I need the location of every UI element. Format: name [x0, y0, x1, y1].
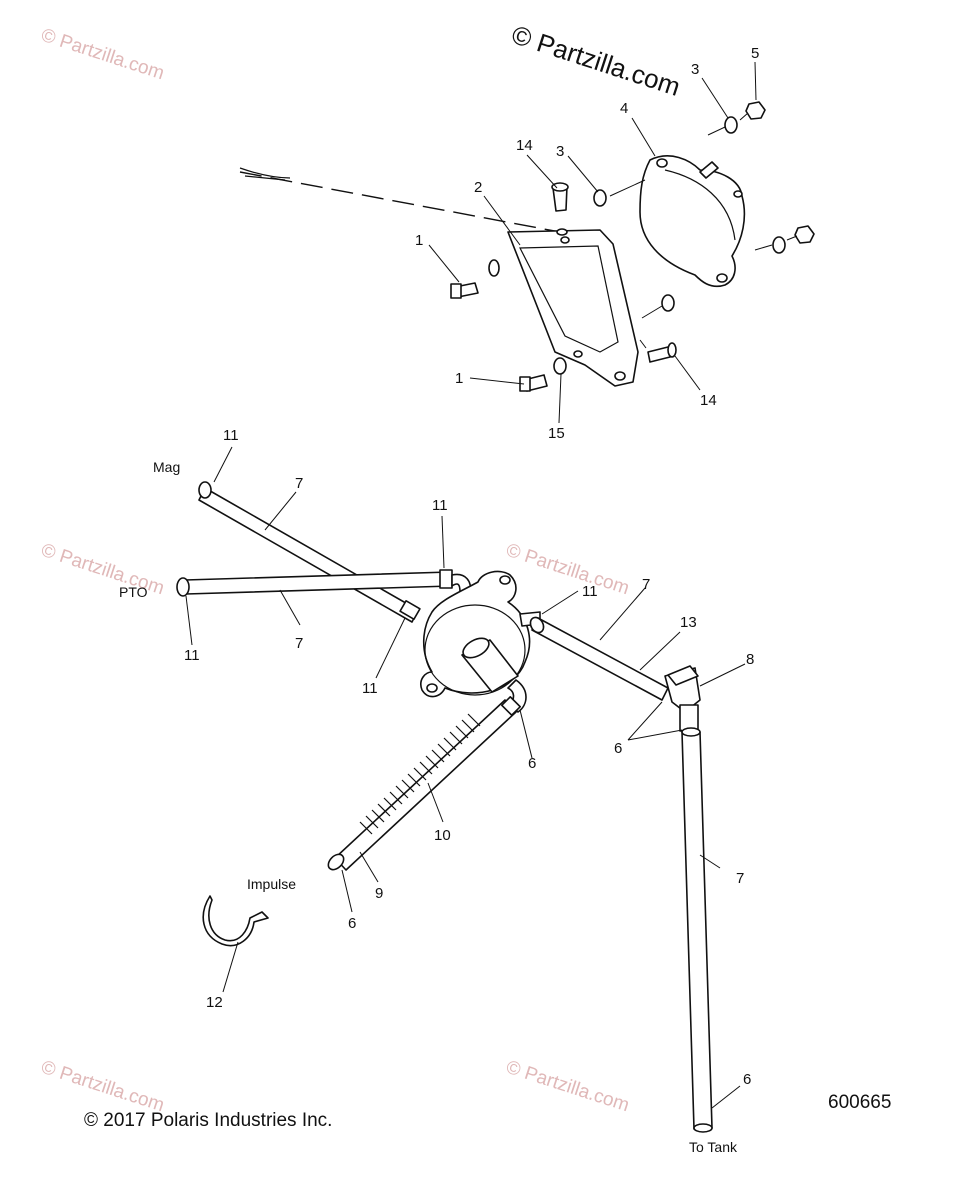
callout-6-pump: 6	[528, 755, 536, 772]
watermark-bottom-center: © Partzilla.com	[503, 1057, 631, 1117]
washer-1	[488, 259, 500, 277]
callout-6-tank: 6	[743, 1071, 751, 1088]
callout-numbers: 1 2 14 3 4 3 5 1 14 15 11 7 11 11 7 11 1…	[184, 45, 759, 1088]
corrugated-sleeve	[359, 713, 481, 835]
callout-7-right: 7	[642, 576, 650, 593]
callout-4: 4	[620, 100, 628, 117]
washer-4	[772, 236, 786, 254]
pto-hose	[184, 571, 452, 595]
washer-2	[593, 189, 607, 207]
callout-7-mag: 7	[295, 475, 303, 492]
callout-7-pto: 7	[295, 635, 303, 652]
nut-top	[745, 101, 766, 120]
label-to-tank: To Tank	[689, 1139, 738, 1155]
callout-15: 15	[548, 425, 565, 442]
nut-right	[794, 225, 815, 244]
callout-11-mag: 11	[223, 427, 239, 444]
fuel-pump-cover	[639, 155, 746, 288]
watermark-mid-center: © Partzilla.com	[503, 540, 631, 600]
bracket	[507, 229, 639, 387]
callout-7-tank: 7	[736, 870, 744, 887]
watermark-top-left: © Partzilla.com	[38, 25, 166, 85]
brand-watermark: © Partzilla.com	[508, 19, 684, 102]
callout-12: 12	[206, 994, 223, 1011]
callout-13: 13	[680, 614, 697, 631]
callout-10: 10	[434, 827, 451, 844]
callout-1-upper: 1	[415, 232, 423, 249]
watermark-bottom-left: © Partzilla.com	[38, 1057, 166, 1117]
mag-hose	[198, 487, 419, 623]
outlet-hose	[531, 617, 669, 701]
callout-6-valve: 6	[614, 740, 622, 757]
callout-8: 8	[746, 651, 754, 668]
label-impulse: Impulse	[247, 876, 296, 892]
callout-2: 2	[474, 179, 482, 196]
callout-11-right: 11	[582, 583, 598, 600]
mounting-assembly	[239, 101, 815, 392]
callout-3-right: 3	[691, 61, 699, 78]
figure-number: 600665	[828, 1092, 891, 1113]
callout-14-lower: 14	[700, 392, 717, 409]
callout-11-pto: 11	[184, 647, 200, 664]
callout-11-top: 11	[432, 497, 448, 514]
impulse-hose	[334, 699, 517, 871]
hose-labels: Mag PTO Impulse To Tank	[119, 459, 738, 1155]
hose-clamp	[202, 895, 269, 947]
tank-hose	[681, 731, 713, 1130]
washer-3	[724, 116, 738, 134]
label-mag: Mag	[153, 459, 180, 475]
callout-3-left: 3	[556, 143, 564, 160]
callout-6-impulse: 6	[348, 915, 356, 932]
callout-9: 9	[375, 885, 383, 902]
callout-1-lower: 1	[455, 370, 463, 387]
copyright-notice: © 2017 Polaris Industries Inc.	[84, 1110, 332, 1131]
callout-5: 5	[751, 45, 759, 62]
leader-lines	[185, 61, 757, 1109]
washer-6	[553, 357, 567, 375]
callout-14-top: 14	[516, 137, 533, 154]
washer-5	[661, 294, 675, 312]
fuel-pump-hoses	[176, 481, 713, 1133]
label-pto: PTO	[119, 584, 148, 600]
callout-11-pump: 11	[362, 680, 378, 697]
